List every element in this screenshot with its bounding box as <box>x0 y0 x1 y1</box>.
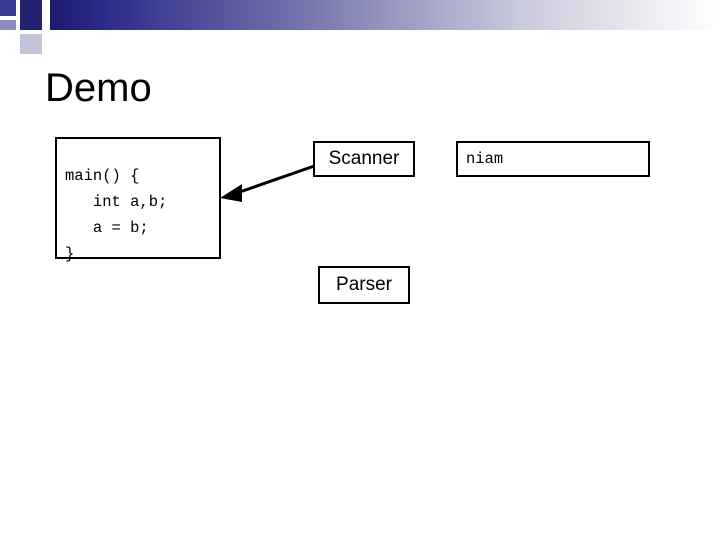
code-snippet-box: main() { int a,b; a = b; } <box>55 137 221 263</box>
header-gradient-bar <box>50 0 720 30</box>
header-square-c <box>0 20 16 30</box>
page-title: Demo <box>45 66 152 110</box>
header-band <box>0 0 720 54</box>
scanner-to-code-arrow <box>210 160 330 210</box>
header-square-a <box>0 0 16 16</box>
scanner-box: Scanner <box>313 141 415 177</box>
niam-box: niam <box>456 141 650 177</box>
parser-box-label: Parser <box>336 274 392 295</box>
header-square-b <box>20 0 42 30</box>
scanner-box-label: Scanner <box>328 148 400 169</box>
niam-box-label: niam <box>466 150 504 168</box>
code-snippet-text: main() { int a,b; a = b; } <box>65 166 168 263</box>
parser-box: Parser <box>318 266 410 304</box>
header-square-d <box>20 34 42 54</box>
